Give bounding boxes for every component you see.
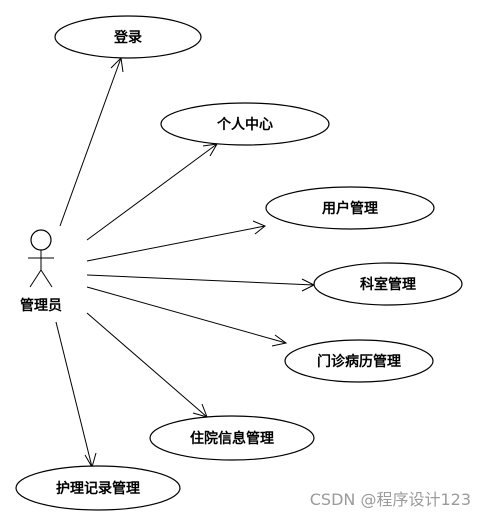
watermark: CSDN @程序设计123 bbox=[309, 490, 471, 509]
usecase-personal-center[interactable]: 个人中心 bbox=[160, 102, 330, 146]
association-nursing-record-management bbox=[55, 321, 97, 469]
association-inpatient-management bbox=[86, 312, 208, 418]
association-user-management bbox=[86, 220, 266, 262]
usecase-user-management-label: 用户管理 bbox=[322, 200, 378, 217]
usecase-user-management[interactable]: 用户管理 bbox=[265, 186, 435, 230]
actor-admin[interactable]: 管理员 bbox=[20, 229, 62, 314]
association-outpatient-management bbox=[86, 286, 288, 347]
actor-label: 管理员 bbox=[20, 297, 62, 314]
association-personal-center bbox=[86, 143, 218, 241]
usecase-personal-center-label: 个人中心 bbox=[216, 116, 273, 133]
usecase-inpatient-management-label: 住院信息管理 bbox=[190, 430, 274, 447]
usecase-nursing-record-management-label: 护理记录管理 bbox=[56, 480, 140, 497]
usecase-department-management-label: 科室管理 bbox=[360, 276, 416, 293]
actor-head bbox=[30, 229, 52, 251]
usecase-nursing-record-management[interactable]: 护理记录管理 bbox=[15, 465, 181, 511]
usecase-outpatient-management[interactable]: 门诊病历管理 bbox=[284, 339, 434, 383]
usecase-login-label: 登录 bbox=[113, 29, 142, 46]
usecase-login[interactable]: 登录 bbox=[54, 15, 202, 59]
usecase-outpatient-management-label: 门诊病历管理 bbox=[317, 353, 401, 370]
association-department-management bbox=[86, 274, 316, 292]
actor-left-leg bbox=[29, 269, 42, 288]
association-login bbox=[59, 56, 124, 227]
usecase-inpatient-management[interactable]: 住院信息管理 bbox=[149, 415, 315, 461]
usecase-department-management[interactable]: 科室管理 bbox=[313, 262, 463, 306]
actor-right-leg bbox=[40, 269, 53, 288]
